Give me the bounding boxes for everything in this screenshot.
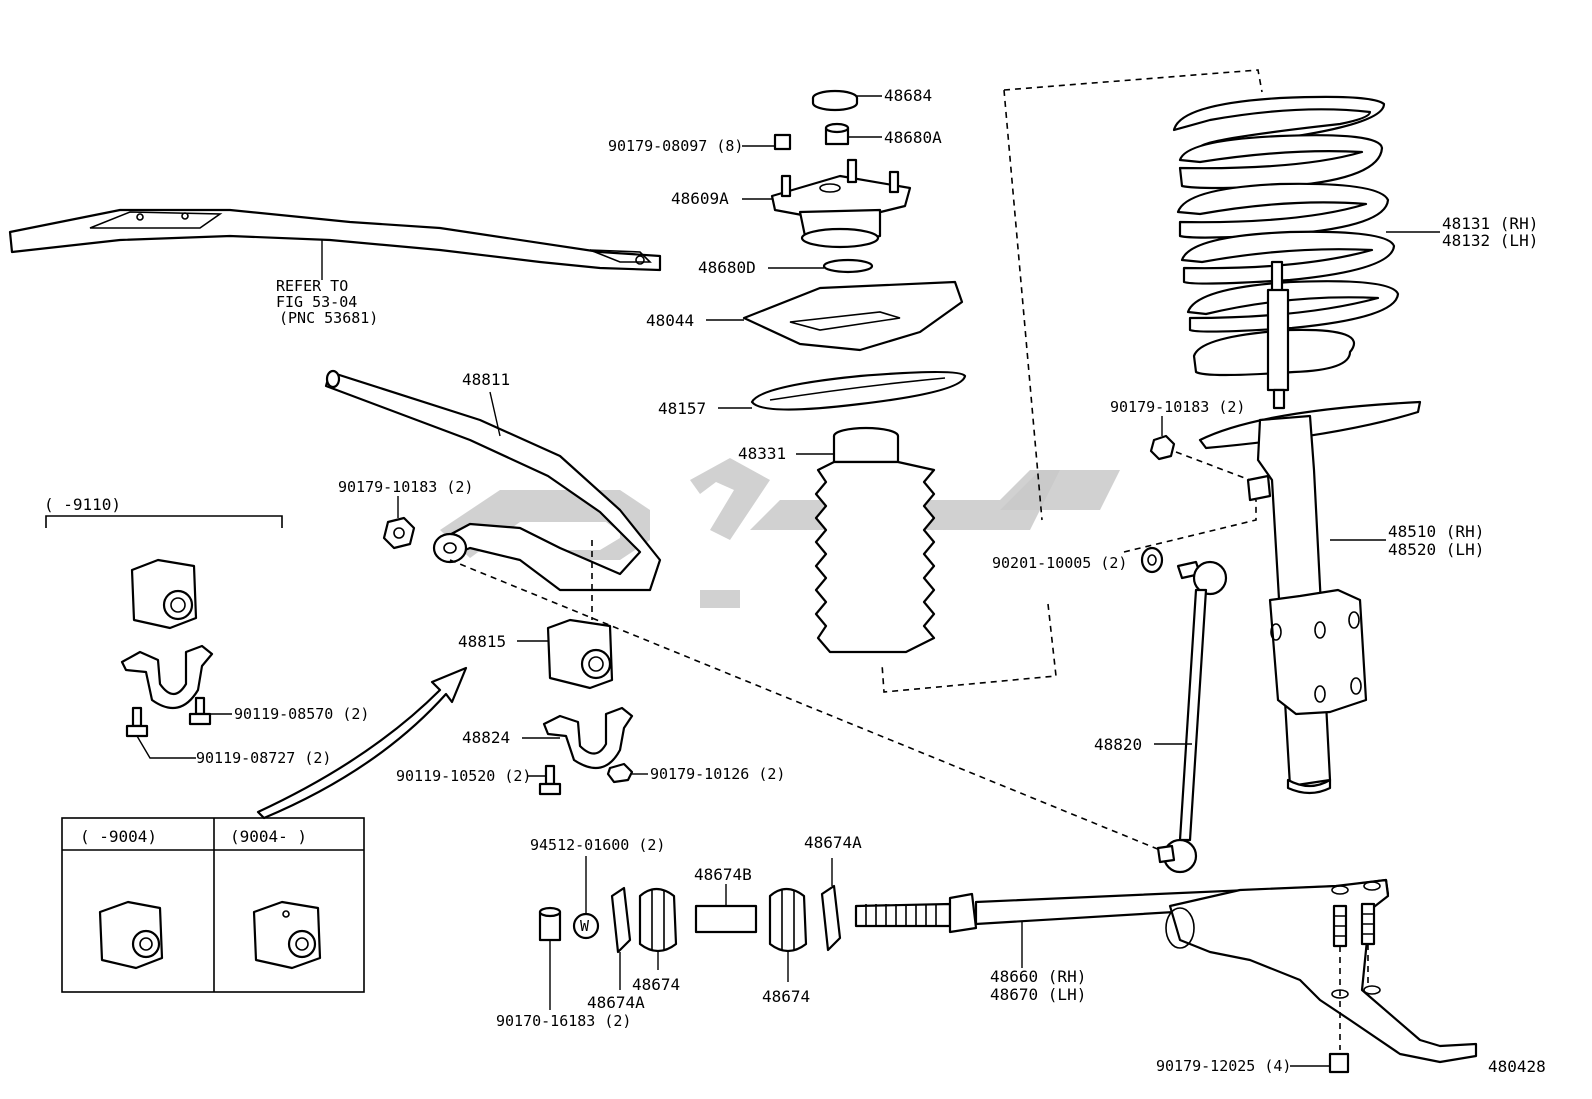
washer-94512-01600: W xyxy=(572,856,600,940)
washer-48680D xyxy=(768,258,874,274)
variant-col2-header: (9004- ) xyxy=(230,827,307,846)
watermark-logo xyxy=(440,458,1120,608)
bolt-90119-08570 xyxy=(188,696,232,726)
front-crossmember xyxy=(8,208,662,280)
dashed-link-line xyxy=(449,559,1161,851)
label-480428: 480428 xyxy=(1488,1057,1546,1076)
label-48044: 48044 xyxy=(646,311,694,330)
lower-arm-480428 xyxy=(1165,878,1478,1064)
label-90179-10183-right: 90179-10183 (2) xyxy=(1110,398,1245,416)
stabilizer-link-48820 xyxy=(1154,560,1228,874)
label-48609A: 48609A xyxy=(671,189,729,208)
label-48684: 48684 xyxy=(884,86,932,105)
label-48132: 48132 (LH) xyxy=(1442,231,1538,250)
nut-90170-16183 xyxy=(538,906,562,1010)
label-90119-08570: 90119-08570 (2) xyxy=(234,705,369,723)
variant-col1-header: ( -9004) xyxy=(80,827,157,846)
insulator-48157 xyxy=(718,370,967,411)
label-48131: 48131 (RH) xyxy=(1442,214,1538,233)
refer-note-line1: REFER TO xyxy=(276,277,348,295)
nut-90179-10183-left xyxy=(382,496,416,550)
upper-cap-48684 xyxy=(811,89,882,112)
label-94512-01600: 94512-01600 (2) xyxy=(530,836,665,854)
retainer-48674A-left xyxy=(610,886,632,990)
label-90179-08097: 90179-08097 (8) xyxy=(608,137,743,155)
nut-48680A xyxy=(824,122,882,146)
shock-absorber-48510 xyxy=(1198,260,1422,795)
washer-mark: W xyxy=(580,917,590,935)
label-48824: 48824 xyxy=(462,728,510,747)
bracket-group-line xyxy=(45,515,283,528)
variant-table xyxy=(61,817,365,993)
dashed-washer-line xyxy=(1123,500,1257,553)
refer-note-line2: FIG 53-04 xyxy=(276,293,357,311)
bushing-48815 xyxy=(517,618,614,690)
washer-90201-10005 xyxy=(1140,546,1164,574)
refer-note-line3: (PNC 53681) xyxy=(279,309,378,327)
bolt-90119-08727 xyxy=(125,706,196,759)
label-90119-10520: 90119-10520 (2) xyxy=(396,767,531,785)
bracket-lower-left xyxy=(120,644,214,710)
bushing-variant-2 xyxy=(252,900,322,970)
label-48674A-bottom: 48674A xyxy=(587,993,645,1012)
bushing-variant-1 xyxy=(98,900,164,970)
cushion-48674-left xyxy=(638,887,678,970)
arrow-to-variants xyxy=(256,666,468,820)
label-90179-10126: 90179-10126 (2) xyxy=(650,765,785,783)
upper-seat-48044 xyxy=(706,280,964,352)
nut-90179-08097 xyxy=(742,133,792,151)
label-48680D: 48680D xyxy=(698,258,756,277)
label-90201-10005: 90201-10005 (2) xyxy=(992,554,1127,572)
bushing-upper-left xyxy=(130,558,198,630)
stabilizer-end-eye xyxy=(432,532,468,564)
label-48674-right: 48674 xyxy=(762,987,810,1006)
label-48660: 48660 (RH) xyxy=(990,967,1086,986)
label-48157: 48157 xyxy=(658,399,706,418)
label-90179-12025: 90179-12025 (4) xyxy=(1156,1057,1291,1075)
label-48820: 48820 xyxy=(1094,735,1142,754)
nut-90179-12025 xyxy=(1290,1052,1350,1074)
label-90170-16183: 90170-16183 (2) xyxy=(496,1012,631,1030)
coil-spring-48131 xyxy=(1172,95,1440,377)
strut-mount-48609A xyxy=(742,158,912,249)
bracket-group-range: ( -9110) xyxy=(44,495,121,514)
dust-boot-48331 xyxy=(796,426,936,654)
label-48520: 48520 (LH) xyxy=(1388,540,1484,559)
collar-48674B xyxy=(694,884,758,934)
label-48510: 48510 (RH) xyxy=(1388,522,1484,541)
nut-90179-10183-right xyxy=(1149,416,1176,461)
label-90119-08727: 90119-08727 (2) xyxy=(196,749,331,767)
assembly-dashed-outline xyxy=(881,69,1263,693)
bracket-48824 xyxy=(522,706,634,770)
retainer-48674A-right xyxy=(820,858,842,952)
label-48674B: 48674B xyxy=(694,865,752,884)
label-48674A-top: 48674A xyxy=(804,833,862,852)
label-48331: 48331 xyxy=(738,444,786,463)
bolt-90119-10520 xyxy=(528,764,562,796)
label-48670: 48670 (LH) xyxy=(990,985,1086,1004)
label-48811: 48811 xyxy=(462,370,510,389)
cushion-48674-right xyxy=(768,887,808,982)
label-48815: 48815 xyxy=(458,632,506,651)
dashed-nut-line xyxy=(1175,451,1251,481)
label-48680A: 48680A xyxy=(884,128,942,147)
label-90179-10183-left: 90179-10183 (2) xyxy=(338,478,473,496)
label-48674-mid: 48674 xyxy=(632,975,680,994)
nut-90179-10126 xyxy=(606,762,648,784)
